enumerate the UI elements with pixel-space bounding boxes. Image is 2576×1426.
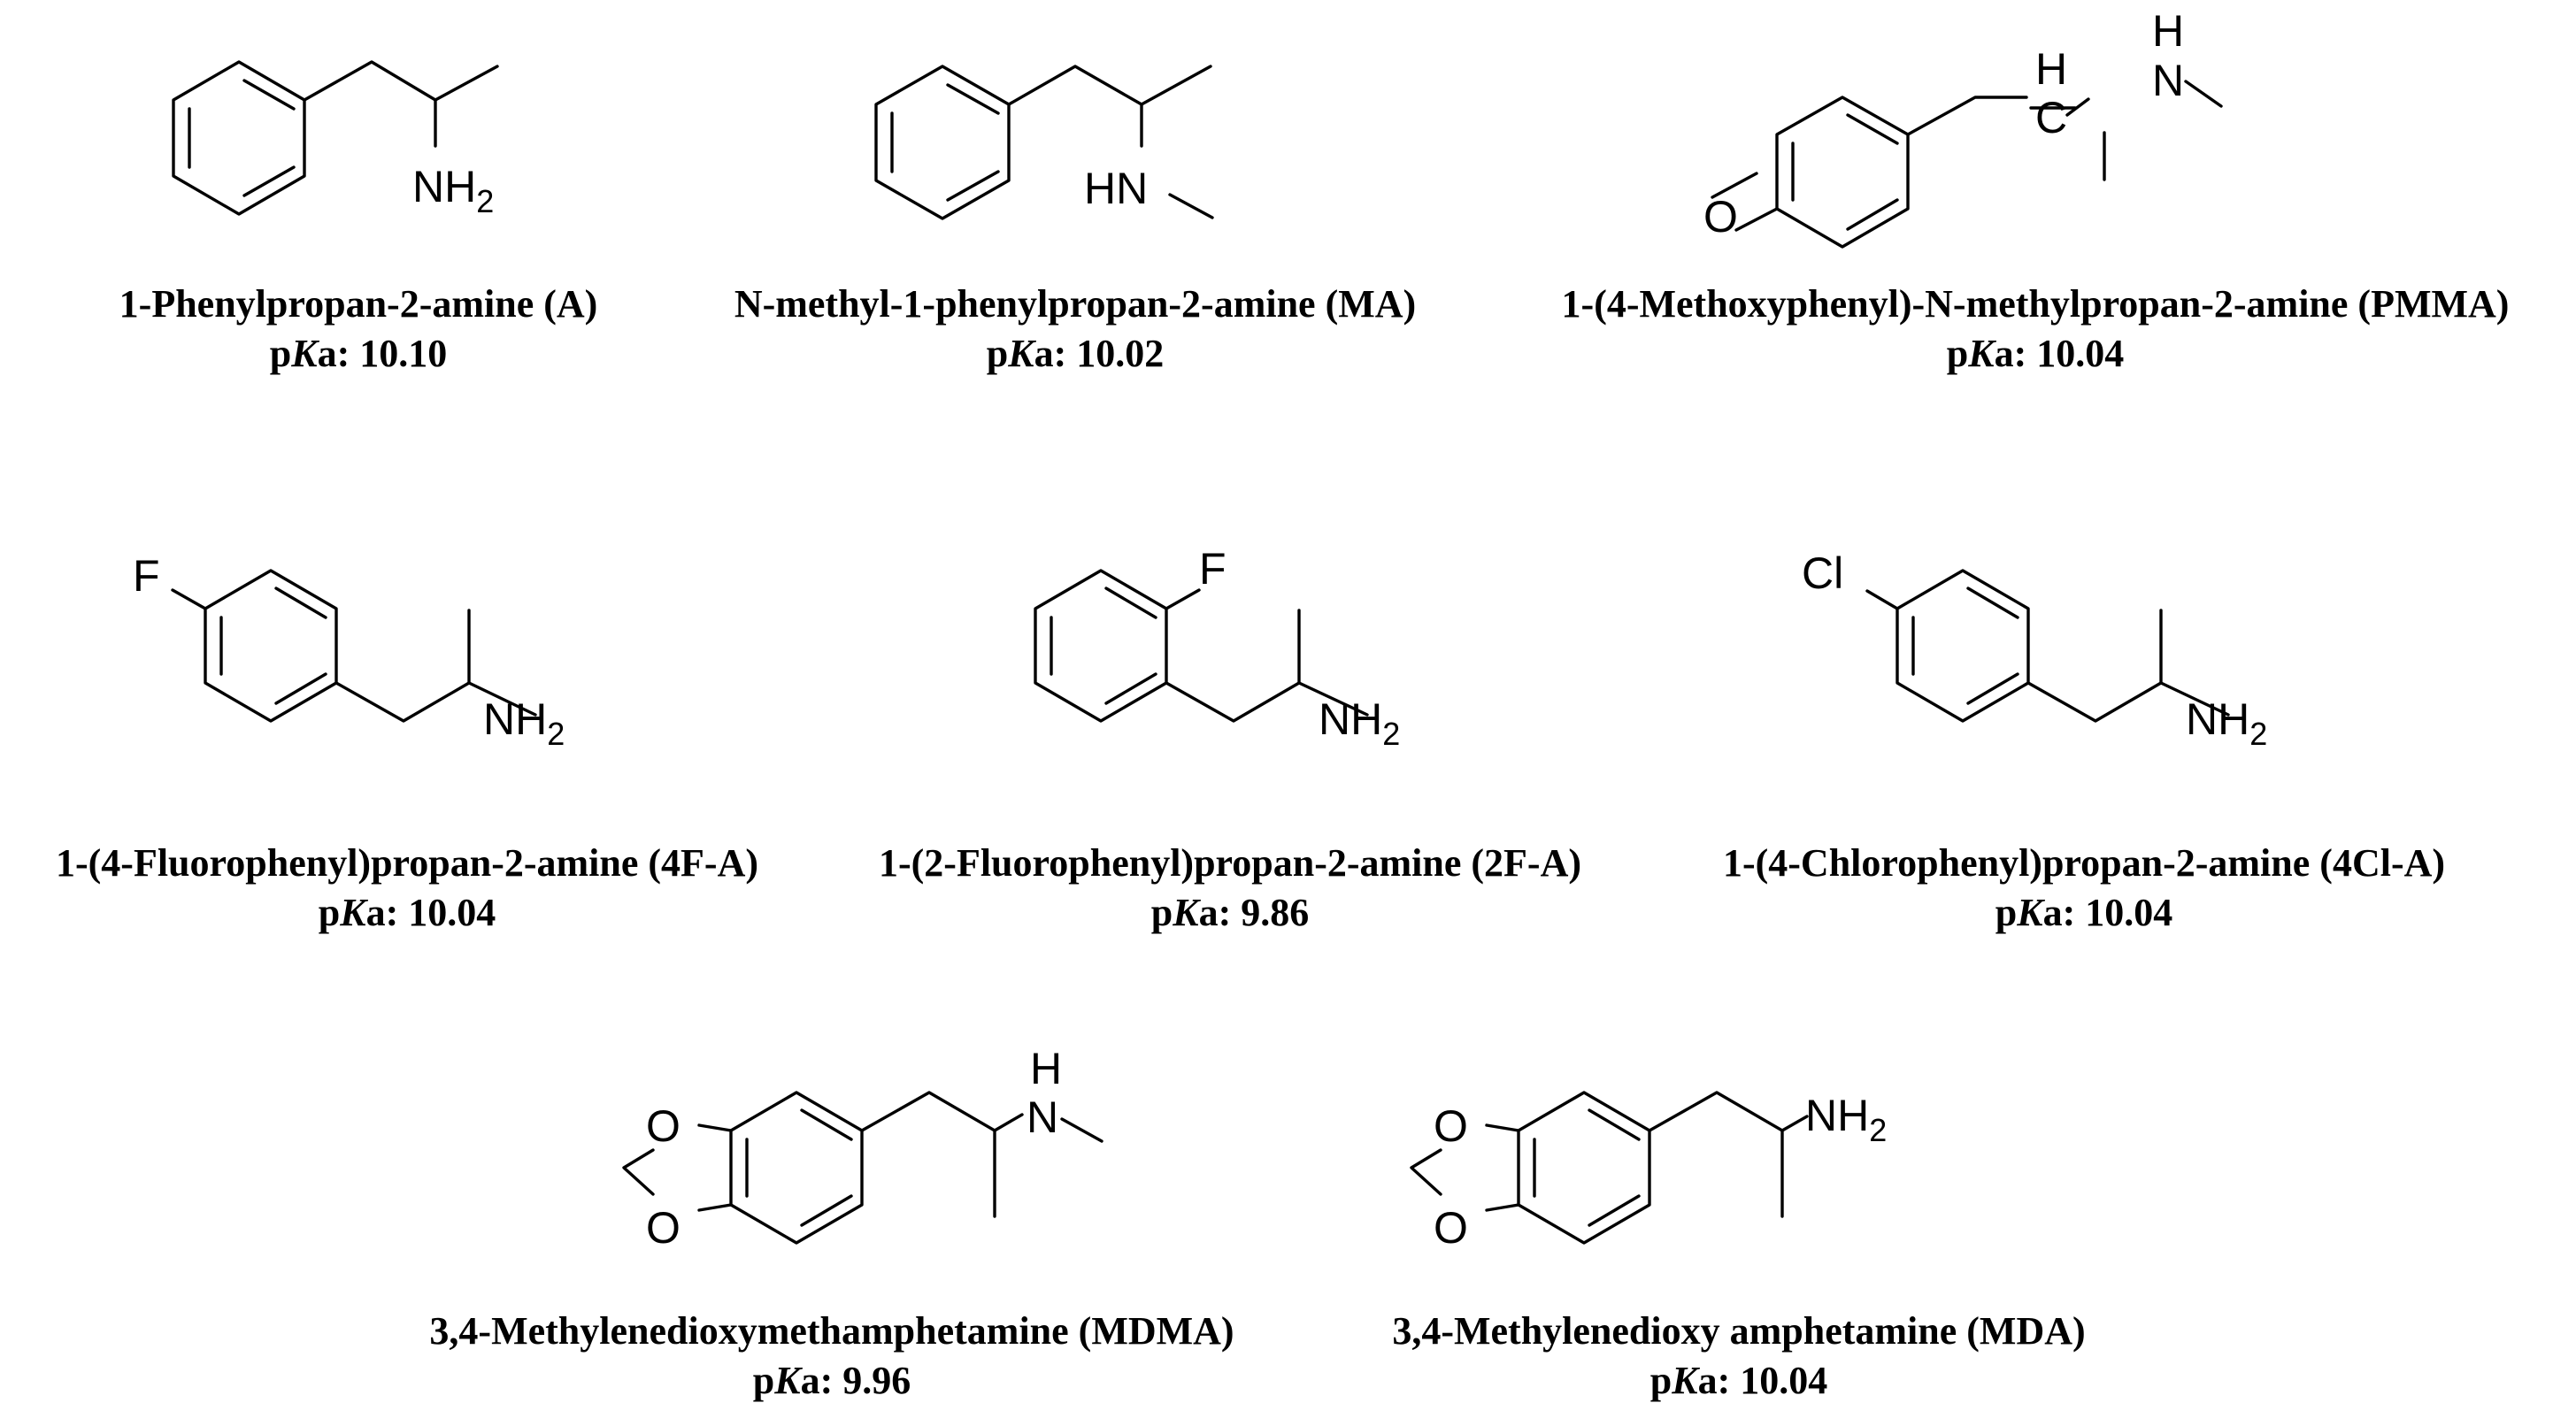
benzene-ring (1034, 569, 1168, 723)
atom-label-n: N (1027, 1092, 1058, 1142)
benzene-ring (1895, 569, 2030, 723)
atom-label-cl: Cl (1802, 548, 1843, 598)
structure-a: NH2 (172, 60, 499, 219)
structure-ma: HN (874, 65, 1214, 220)
atom-label-hn: HN (1084, 164, 1148, 213)
pka-value: 10.10 (359, 332, 448, 375)
compound-caption-4f-a: 1-(4-Fluorophenyl)propan-2-amine (4F-A) … (56, 839, 758, 938)
atom-label-f: F (133, 551, 160, 601)
compound-caption-2f-a: 1-(2-Fluorophenyl)propan-2-amine (2F-A) … (879, 839, 1581, 938)
pka-line: pKa: 9.86 (1150, 891, 1310, 934)
compound-name: N-methyl-1-phenylpropan-2-amine (MA) (734, 282, 1417, 326)
atom-label-nh2: NH2 (2186, 694, 2267, 752)
compound-name: 3,4-Methylenedioxy amphetamine (MDA) (1392, 1309, 2086, 1353)
compound-caption-mda: 3,4-Methylenedioxy amphetamine (MDA) pKa… (1392, 1307, 2085, 1406)
benzene-ring (874, 65, 1011, 220)
structure-mda: O O NH2 (1410, 1091, 1887, 1253)
compound-name: 1-Phenylpropan-2-amine (A) (119, 282, 598, 326)
compound-name: 1-(2-Fluorophenyl)propan-2-amine (2F-A) (878, 841, 1582, 885)
structure-pmma: O H C H N (1703, 6, 2223, 249)
atom-label-o: O (646, 1203, 681, 1253)
structure-4cl-a: Cl NH2 (1802, 548, 2267, 752)
pka-value: 9.86 (1241, 891, 1310, 934)
atom-label-o: O (1434, 1101, 1468, 1151)
compound-caption-mdma: 3,4-Methylenedioxymethamphetamine (MDMA)… (429, 1307, 1234, 1406)
benzene-ring (204, 569, 338, 723)
atom-label-o: O (1703, 192, 1738, 242)
compound-name: 1-(4-Methoxyphenyl)-N-methylpropan-2-ami… (1561, 282, 2510, 326)
pka-line: pKa: 10.04 (1995, 891, 2173, 934)
atom-label-h: H (2035, 44, 2067, 94)
structure-2f-a: F NH2 (1034, 544, 1400, 752)
compound-caption-4cl-a: 1-(4-Chlorophenyl)propan-2-amine (4Cl-A)… (1723, 839, 2445, 938)
compound-caption-a: 1-Phenylpropan-2-amine (A) pKa: 10.10 (119, 280, 598, 379)
compound-name: 3,4-Methylenedioxymethamphetamine (MDMA) (429, 1309, 1234, 1353)
atom-label-h: H (1030, 1044, 1062, 1093)
pka-line: pKa: 9.96 (752, 1359, 911, 1402)
compound-caption-pmma: 1-(4-Methoxyphenyl)-N-methylpropan-2-ami… (1562, 280, 2510, 379)
structure-mdma: O O H N (622, 1044, 1103, 1253)
atom-label-n: N (2152, 56, 2184, 105)
atom-label-nh2: NH2 (1805, 1091, 1887, 1148)
atom-label-c: C (2035, 93, 2067, 142)
pka-value: 10.04 (1740, 1359, 1828, 1402)
pka-line: pKa: 10.10 (269, 332, 448, 375)
pka-value: 10.04 (2036, 332, 2125, 375)
atom-label-o: O (1434, 1203, 1468, 1253)
pka-line: pKa: 10.04 (1946, 332, 2125, 375)
pka-line: pKa: 10.04 (1649, 1359, 1828, 1402)
benzene-ring (172, 60, 306, 216)
atom-label-h: H (2152, 6, 2184, 56)
atom-label-nh2: NH2 (1319, 694, 1400, 752)
pka-line: pKa: 10.02 (986, 332, 1165, 375)
pka-value: 10.02 (1076, 332, 1165, 375)
benzene-ring (1517, 1091, 1651, 1245)
benzene-ring (1775, 96, 1910, 249)
atom-label-nh2: NH2 (412, 162, 494, 219)
benzene-ring (729, 1091, 864, 1245)
compound-name: 1-(4-Fluorophenyl)propan-2-amine (4F-A) (55, 841, 759, 885)
compound-name: 1-(4-Chlorophenyl)propan-2-amine (4Cl-A) (1722, 841, 2446, 885)
structure-4f-a: F NH2 (133, 551, 565, 752)
atom-label-o: O (646, 1101, 681, 1151)
pka-value: 10.04 (2085, 891, 2173, 934)
atom-label-nh2: NH2 (483, 694, 565, 752)
pka-line: pKa: 10.04 (318, 891, 496, 934)
pka-value: 10.04 (408, 891, 496, 934)
atom-label-f: F (1199, 544, 1226, 594)
compound-caption-ma: N-methyl-1-phenylpropan-2-amine (MA) pKa… (734, 280, 1416, 379)
pka-value: 9.96 (842, 1359, 911, 1402)
